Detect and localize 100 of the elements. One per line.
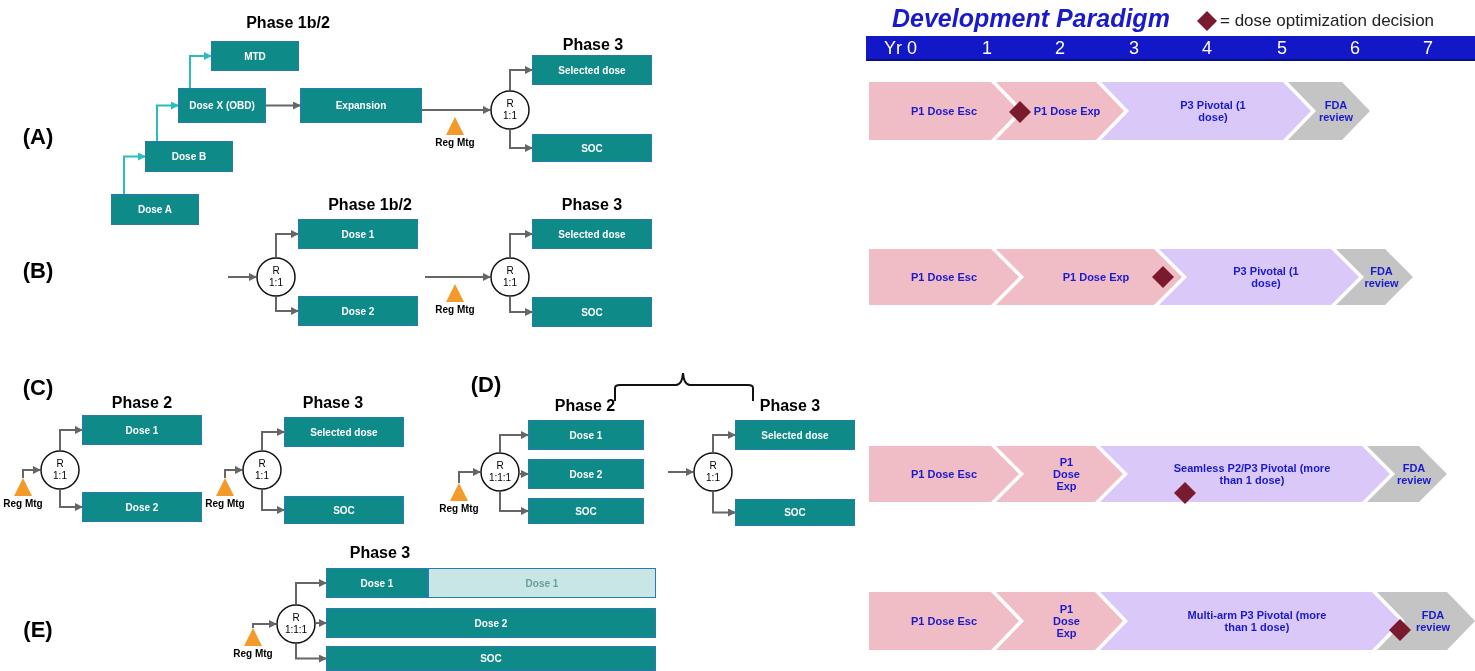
arrow [275,230,299,258]
randomization-circle: R 1:1 [242,450,282,490]
diamond-marker [1174,482,1196,504]
arrow [509,66,533,91]
phase-heading: Phase 1b/2 [246,14,330,32]
marker-label: Reg Mtg [439,503,479,514]
arm-box: Dose 1 [82,415,202,445]
panel-letter: (C) [22,375,54,401]
timeline-segment: P1 Dose Exp [996,592,1123,650]
arm-box: SOC [532,134,652,162]
arrow [509,230,533,258]
timeline-segment: FDA review [1367,446,1447,502]
arm-box: Selected dose [284,417,404,447]
triangle-marker [14,478,32,496]
marker-label: Reg Mtg [233,648,273,659]
arrow [275,296,299,315]
triangle-marker [446,117,464,135]
arm-box: SOC [532,297,652,327]
diagram-title: Development Paradigm [892,4,1170,33]
arm-box: SOC [735,499,855,526]
triangle-marker [216,478,234,496]
triangle-marker [244,628,262,646]
arrow [295,579,327,605]
arrow [265,101,301,110]
phase-heading: Phase 2 [111,394,173,412]
arm-box: Dose 2 [82,492,202,522]
arm-box: Dose 1 [528,420,644,450]
arrow [123,152,146,195]
arm-box: Dose 2 [298,296,418,326]
arrow [261,489,285,514]
arm-box: Selected dose [532,219,652,249]
arm-box: Dose 1 [428,568,656,598]
arrow [712,491,736,517]
arrow [227,273,257,281]
arm-box: Expansion [300,88,422,123]
timeline-segment: P3 Pivotal (1 dose) [1101,82,1311,140]
marker-label: Reg Mtg [435,304,475,315]
arrow [224,466,243,479]
arm-box: SOC [326,646,656,671]
arm-box: Dose 2 [326,608,656,638]
panel-letter: (D) [470,372,502,398]
timeline-segment: P1 Dose Exp [996,82,1124,140]
panel-letter: (A) [22,124,54,150]
diamond-marker [1152,266,1174,288]
year-label: 4 [1202,38,1212,59]
timeline-segment: FDA review [1288,82,1370,140]
timeline-segment: P1 Dose Exp [996,249,1182,305]
year-label: 3 [1129,38,1139,59]
year-label: 1 [982,38,992,59]
arrow [59,426,83,451]
randomization-circle: R 1:1 [40,450,80,490]
arm-box: Dose 2 [528,459,644,489]
randomization-circle: R 1:1 [693,452,733,492]
arrow [252,620,277,629]
arm-box: Selected dose [735,420,855,450]
arm-box: SOC [284,496,404,524]
timeline-segment: Multi-arm P3 Pivotal (more than 1 dose) [1100,592,1400,650]
arrow [261,428,285,451]
arm-box: Dose A [111,194,199,225]
timeline-segment: P1 Dose Esc [869,249,1019,305]
arrow [156,101,179,142]
randomization-circle: R 1:1:1 [480,452,520,492]
year-label: 5 [1277,38,1287,59]
arrow [424,273,491,281]
arm-box: Dose B [145,141,233,172]
timeline-segment: P1 Dose Esc [869,446,1019,502]
panel-letter: (B) [22,258,54,284]
year-label: Yr [884,38,902,59]
arm-box: Dose X (OBD) [178,88,266,123]
phase-heading: Phase 3 [302,394,364,412]
marker-label: Reg Mtg [435,137,475,148]
timeline-segment: P1 Dose Esc [869,592,1019,650]
arm-box: MTD [211,41,299,71]
panel-letter: (E) [23,617,53,643]
arrow [519,470,529,478]
timeline-segment: Seamless P2/P3 Pivotal (more than 1 dose) [1100,446,1390,502]
arrow [499,431,529,453]
year-label: 2 [1055,38,1065,59]
phase-heading: Phase 1b/2 [328,196,412,214]
year-label: 6 [1350,38,1360,59]
marker-label: Reg Mtg [3,498,43,509]
arrow [458,468,481,484]
randomization-circle: R 1:1 [490,90,530,130]
randomization-circle: R 1:1 [256,257,296,297]
randomization-circle: R 1:1:1 [276,604,316,644]
arrow [59,489,83,511]
timeline-segment: FDA review [1336,249,1413,305]
arrow [295,643,327,663]
arrow [499,491,529,515]
phase-heading: Phase 3 [349,544,411,562]
timeline-segment: FDA review [1377,592,1475,650]
arrow [667,468,694,476]
timeline-segment: P1 Dose Exp [996,446,1123,502]
timeline-segment: P3 Pivotal (1 dose) [1159,249,1359,305]
arrow [421,106,491,114]
arm-box: Selected dose [532,55,652,85]
year-label: 0 [907,38,917,59]
phase-heading: Phase 2 [554,397,616,415]
arrow [509,296,533,316]
diamond-marker [1009,101,1031,123]
